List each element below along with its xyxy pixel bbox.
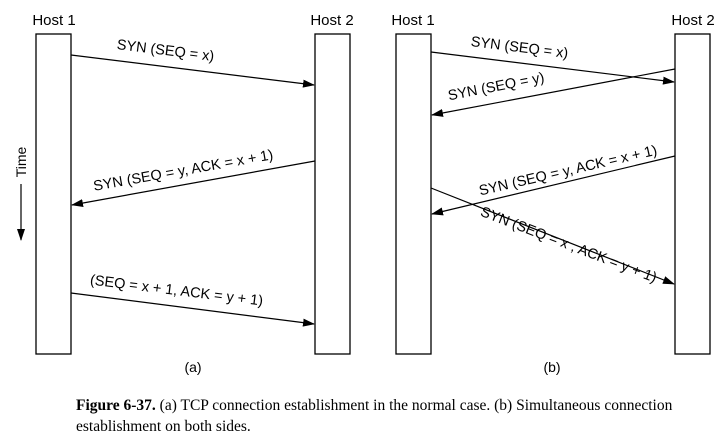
panel-a-host1-timeline — [35, 33, 72, 355]
panel-b-message-4-label: SYN (SEQ = x , ACK = y + 1) — [478, 204, 659, 286]
panel-a-host2-timeline — [314, 33, 351, 355]
figure-caption: Figure 6-37. (a) TCP connection establis… — [76, 395, 676, 437]
panel-b-message-3-label: SYN (SEQ = y, ACK = x + 1) — [478, 143, 659, 200]
panel-b-message-2-label: SYN (SEQ = y) — [447, 70, 546, 104]
panel-a-label: (a) — [184, 359, 201, 375]
panel-a-host2-label: Host 2 — [310, 12, 353, 29]
panel-b: Host 1 Host 2 SYN (SEQ = x) SYN (SEQ = y… — [391, 12, 714, 375]
panel-a-host1-label: Host 1 — [32, 12, 75, 29]
figure-caption-text: (a) TCP connection establishment in the … — [76, 397, 673, 435]
time-axis-label: Time — [13, 146, 29, 177]
panel-b-host1-label: Host 1 — [391, 12, 434, 29]
tcp-handshake-diagram: Host 1 Host 2 Time SYN (SEQ = x) SYN (SE… — [13, 12, 715, 375]
panel-b-message-2-arrow — [431, 68, 676, 117]
figure-number: Figure 6-37. — [76, 397, 156, 414]
panel-a-message-2-label: SYN (SEQ = y, ACK = x + 1) — [92, 147, 274, 194]
panel-b-host2-timeline — [674, 33, 711, 355]
panel-a: Host 1 Host 2 Time SYN (SEQ = x) SYN (SE… — [13, 12, 354, 375]
panel-a-message-3-label: (SEQ = x + 1, ACK = y + 1) — [89, 272, 264, 309]
panel-b-message-1-label: SYN (SEQ = x) — [470, 34, 569, 62]
panel-b-host2-label: Host 2 — [671, 12, 714, 29]
panel-a-message-3-arrow — [70, 292, 315, 327]
panel-a-message-2-arrow — [71, 160, 316, 207]
panel-a-message-1-label: SYN (SEQ = x) — [116, 37, 215, 65]
panel-b-label: (b) — [543, 359, 560, 375]
panel-b-message-4-arrow — [430, 187, 675, 285]
panel-a-message-1-arrow — [70, 54, 315, 88]
panel-b-message-3-arrow — [431, 155, 676, 216]
panel-b-host1-timeline — [395, 33, 432, 355]
